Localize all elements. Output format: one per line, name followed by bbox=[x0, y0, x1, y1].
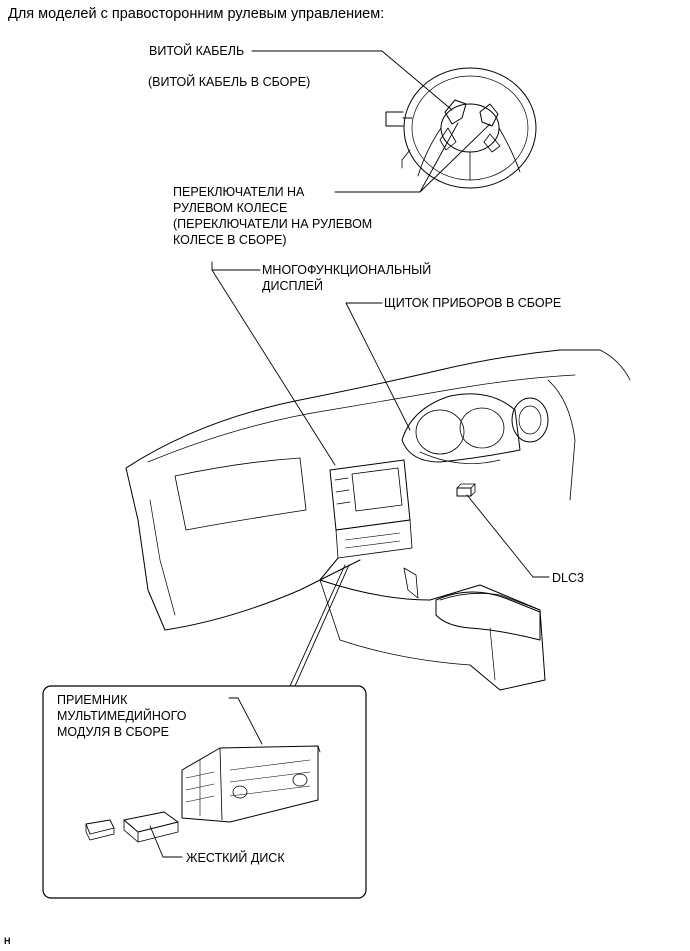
diagram-heading: Для моделей с правосторонним рулевым упр… bbox=[8, 6, 385, 22]
spiral-cable-label: ВИТОЙ КАБЕЛЬ bbox=[149, 44, 245, 58]
hard-disk-label: ЖЕСТКИЙ ДИСК bbox=[186, 851, 285, 865]
steering-switches-label: ПЕРЕКЛЮЧАТЕЛИ НА РУЛЕВОМ КОЛЕСЕ (ПЕРЕКЛЮ… bbox=[173, 185, 373, 247]
combination-meter-label: ЩИТОК ПРИБОРОВ В СБОРЕ bbox=[384, 296, 562, 310]
multi-display-label: МНОГОФУНКЦИОНАЛЬНЫЙ ДИСПЛЕЙ bbox=[262, 263, 432, 293]
corner-mark: H bbox=[4, 936, 11, 946]
steering-wheel-illustration bbox=[385, 67, 537, 189]
dashboard-illustration bbox=[125, 349, 631, 691]
receiver-inset bbox=[42, 685, 367, 899]
receiver-label: ПРИЕМНИК МУЛЬТИМЕДИЙНОГО МОДУЛЯ В СБОРЕ bbox=[57, 693, 187, 739]
leader-lines bbox=[149, 50, 550, 858]
spiral-cable-assy-label: (ВИТОЙ КАБЕЛЬ В СБОРЕ) bbox=[148, 75, 311, 89]
dlc3-label: DLC3 bbox=[552, 571, 584, 585]
